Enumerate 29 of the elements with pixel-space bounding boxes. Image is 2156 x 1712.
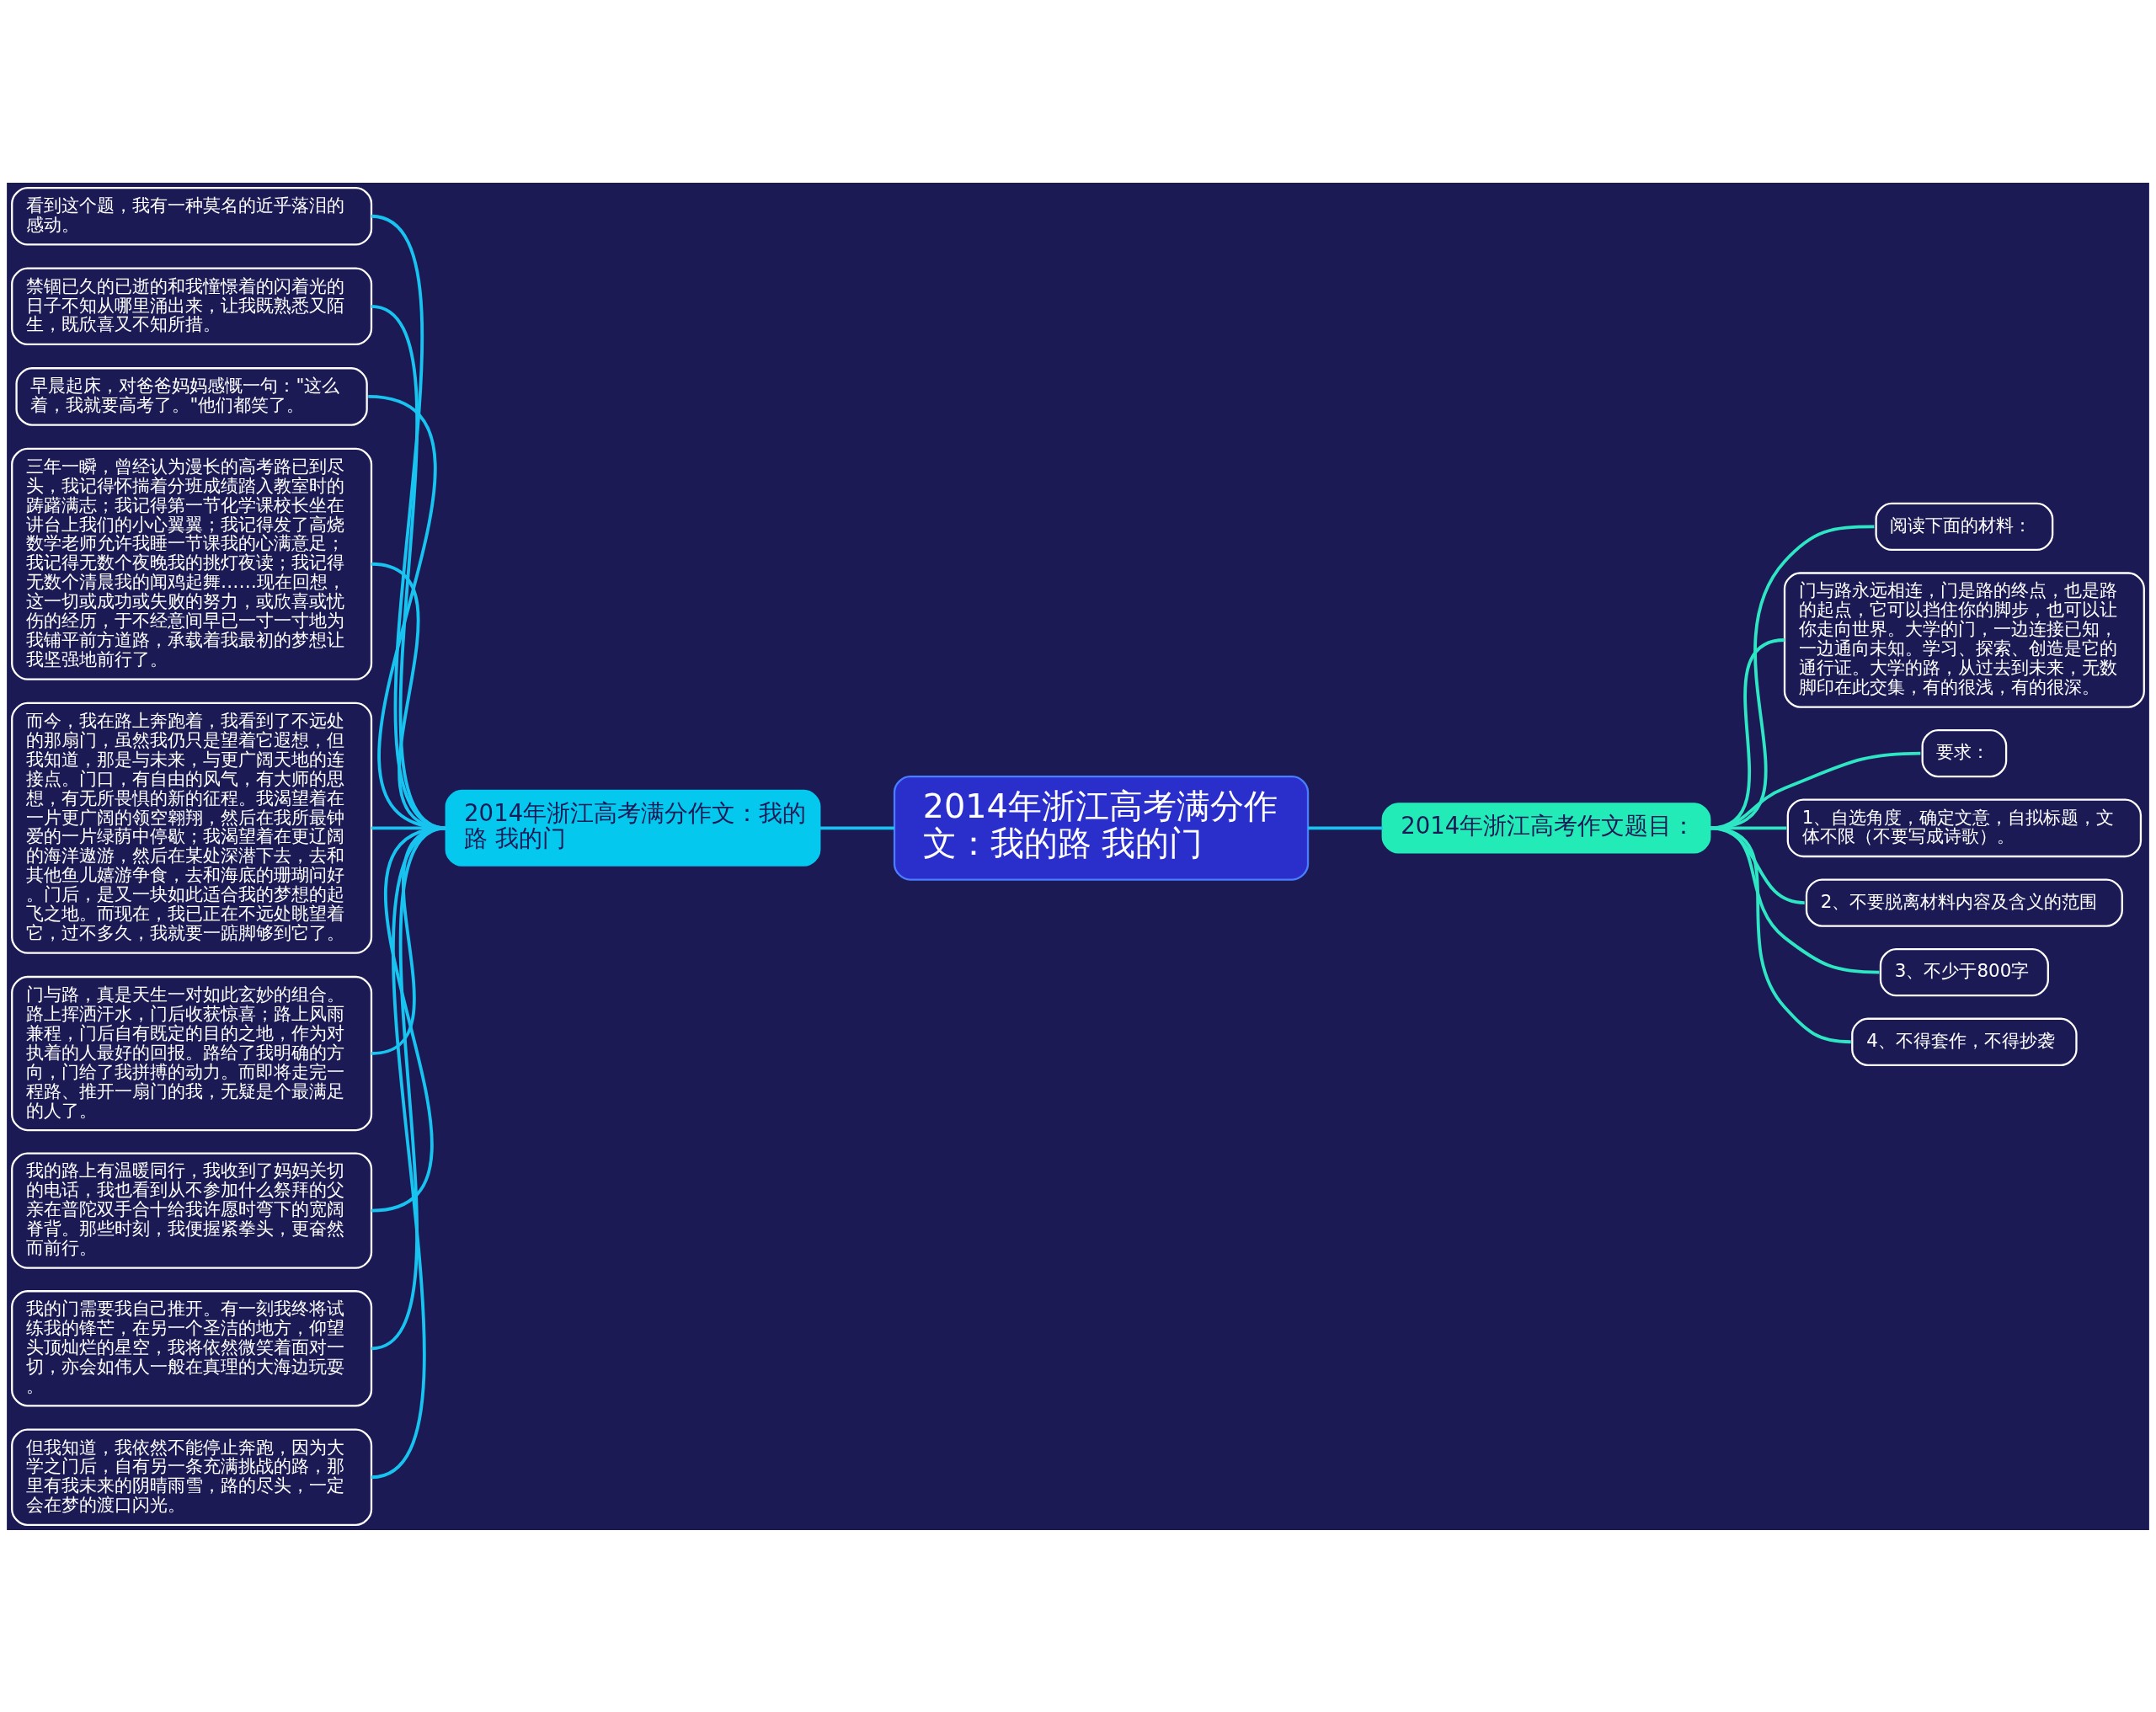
node-box: 2014年浙江高考满分作文：我的路 我的门 [893, 775, 1310, 881]
node-box: 3、不少于800字 [1879, 947, 2049, 996]
node-box: 我的门需要我自己推开。有一刻我终将试练我的锋芒，在另一个圣洁的地方，仰望头顶灿烂的星空，我将依然微笑着面对一切，亦会如伟人一般在真理的大海边玩耍。 [11, 1289, 373, 1407]
connector [1710, 825, 1851, 1043]
node-box: 门与路永远相连，门是路的终点，也是路的起点，它可以挡住你的脚步，也可以让你走向世界。大学的门，一边连接已知，一边通向未知。学习、探索、创造是它的通行证。大学的路，从过去到未来，无数脚印在此交集，有的很浅，有的很深。 [1783, 571, 2145, 708]
node-box: 4、不得套作，不得抄袭 [1851, 1017, 2078, 1066]
node-box: 而今，我在路上奔跑着，我看到了不远处的那扇门，虽然我仍只是望着它遐想，但我知道，那是与未来，与更广阔天地的连接点。门口，有自由的风气，有大师的思想，有无所畏惧的新的征程。我渴望着在一片更广阔的领空翱翔，然后在我所最钟爱的一片绿荫中停歇；我渴望着在更辽阔的海洋遨游，然后在某处深潜下去，去和其他鱼儿嬉游争食，去和海底的珊瑚问好。门后，是又一块如此适合我的梦想的起飞之地。而现在，我已正在不远处眺望着它，过不多久，我就要一踮脚够到它了。 [11, 701, 373, 954]
node-box: 禁锢已久的已逝的和我憧憬着的闪着光的日子不知从哪里涌出来，让我既熟悉又陌生，既欣喜又不知所措。 [11, 267, 373, 345]
connector [1710, 525, 1875, 829]
connector [1710, 825, 1787, 829]
connector [1710, 825, 1805, 904]
node-box: 门与路，真是天生一对如此玄妙的组合。路上挥洒汗水，门后收获惊喜；路上风雨兼程，门后自有既定的目的之地，作为对执着的人最好的回报。路给了我明确的方向，门给了我拼搏的动力。而即将走完一程路、推开一扇门的我，无疑是个最满足的人了。 [11, 975, 373, 1131]
node-box: 要求： [1921, 728, 2008, 777]
node-box: 阅读下面的材料： [1875, 502, 2054, 551]
node-box: 2014年浙江高考作文题目： [1381, 802, 1711, 854]
node-box: 看到这个题，我有一种莫名的近乎落泪的感动。 [11, 186, 373, 246]
node-box: 但我知道，我依然不能停止奔跑，因为大学之门后，自有另一条充满挑战的路，那里有我未来的阴晴雨雪，路的尽头，一定会在梦的渡口闪光。 [11, 1428, 373, 1526]
connector [1308, 825, 1383, 829]
node-box: 2、不要脱离材料内容及含义的范围 [1805, 877, 2123, 927]
node-box: 我的路上有温暖同行，我收到了妈妈关切的电话，我也看到从不参加什么祭拜的父亲在普陀双手合十给我许愿时弯下的宽阔脊背。那些时刻，我便握紧拳头，更奋然而前行。 [11, 1151, 373, 1269]
connector [1710, 751, 1921, 829]
connector [1710, 825, 1880, 974]
node-box: 三年一瞬，曾经认为漫长的高考路已到尽头，我记得怀揣着分班成绩踏入教室时的踌躇满志；我记得第一节化学课校长坐在讲台上我们的小心翼翼；我记得发了高烧数学老师允许我睡一节课我的心满意足；我记得无数个夜晚我的挑灯夜读；我记得无数个清晨我的闻鸡起舞……现在回想，这一切或成功或失败的努力，或欣喜或忧伤的经历，于不经意间早已一寸一寸地为我铺平前方道路，承载着我最初的梦想让我坚强地前行了。 [11, 447, 373, 680]
connector [371, 826, 447, 1479]
node-box: 1、自选角度，确定文意，自拟标题，文体不限（不要写成诗歌）。 [1786, 798, 2143, 857]
node-box: 2014年浙江高考满分作文：我的路 我的门 [445, 789, 821, 867]
connector [371, 826, 447, 1350]
node-box: 早晨起床，对爸爸妈妈感慨一句："这么着，我就要高考了。"他们都笑了。 [15, 366, 368, 426]
connector [819, 825, 895, 829]
